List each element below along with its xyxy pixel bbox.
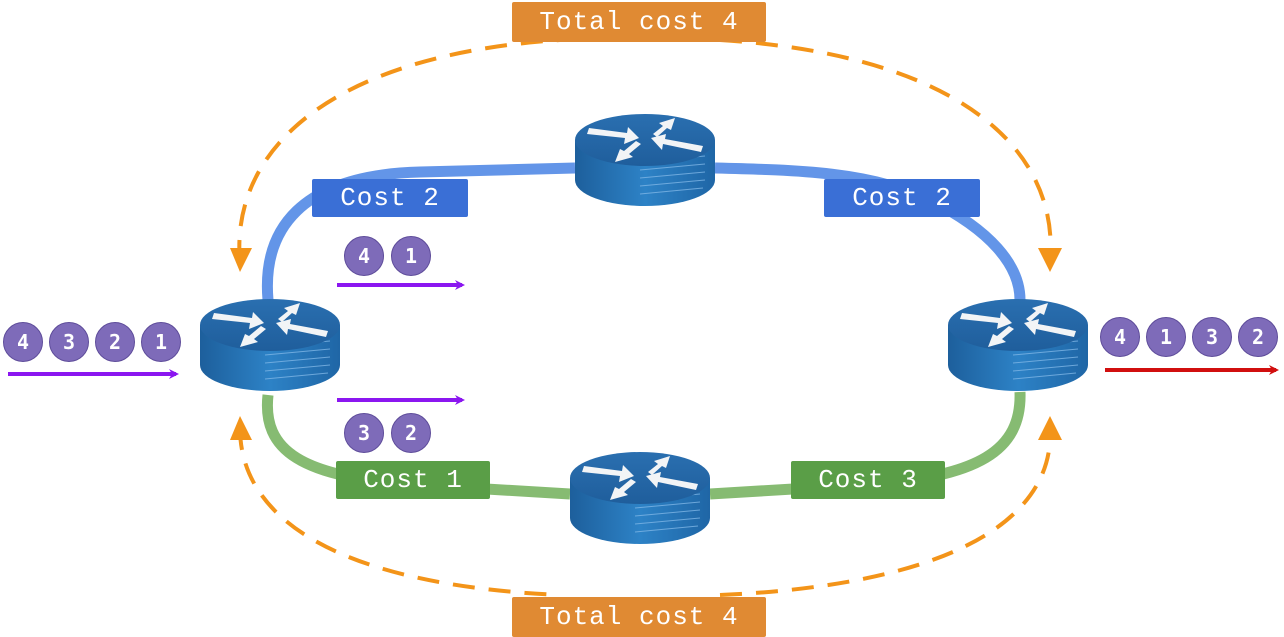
dashed-arrowhead-tr	[1038, 248, 1062, 272]
dashed-arrowhead-bl	[230, 416, 252, 440]
cost-label-bottom-right: Cost 3	[791, 461, 945, 499]
packet-lower: 3	[344, 413, 384, 453]
cost-label-bottom-left: Cost 1	[336, 461, 490, 499]
packet-output: 3	[1192, 317, 1232, 357]
dashed-path-top	[237, 38, 1053, 263]
total-cost-top-label: Total cost 4	[512, 2, 766, 42]
router-right-icon	[947, 298, 1089, 392]
packet-output: 4	[1100, 317, 1140, 357]
packet-upper: 1	[391, 236, 431, 276]
packet-input: 4	[3, 322, 43, 362]
packet-output: 1	[1146, 317, 1186, 357]
dashed-arrowhead-tl	[230, 248, 252, 272]
router-top-icon	[574, 113, 716, 207]
dashed-arrowhead-br	[1038, 416, 1062, 440]
router-left-icon	[199, 298, 341, 392]
cost-label-top-left: Cost 2	[312, 179, 468, 217]
dashed-path-bottom	[238, 427, 1053, 597]
packet-upper: 4	[344, 236, 384, 276]
packet-input: 3	[49, 322, 89, 362]
cost-label-top-right: Cost 2	[824, 179, 980, 217]
packet-lower: 2	[391, 413, 431, 453]
total-cost-bottom-label: Total cost 4	[512, 597, 766, 637]
router-bottom-icon	[569, 451, 711, 545]
packet-input: 2	[95, 322, 135, 362]
packet-input: 1	[141, 322, 181, 362]
packet-output: 2	[1238, 317, 1278, 357]
